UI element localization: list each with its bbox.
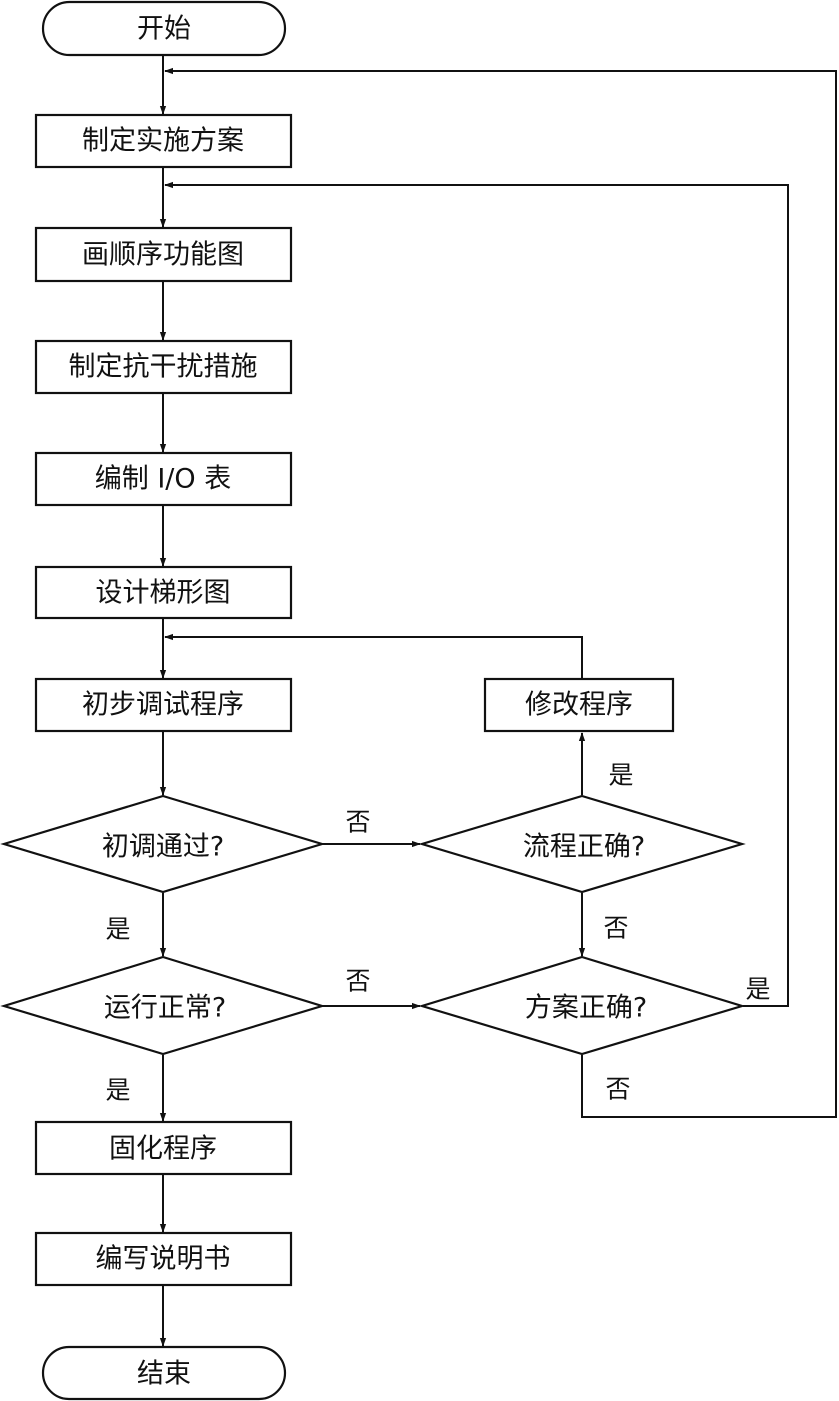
node-write-manual: 编写说明书 (34, 1231, 293, 1287)
edge-label-plan-yes: 是 (745, 975, 770, 1004)
flow-correct-label: 流程正确? (523, 832, 645, 863)
connectors (159, 55, 837, 1347)
edge-label-pass-yes: 是 (105, 915, 130, 944)
edge-plan-no-to-make-plan (164, 67, 837, 1118)
debug-pass-label: 初调通过? (102, 832, 224, 863)
start-label: 开始 (137, 14, 191, 45)
process-box (34, 565, 293, 620)
process-box (34, 677, 293, 733)
ladder-label: 设计梯形图 (96, 578, 231, 609)
terminal-shape (41, 0, 287, 57)
edge-label-flow-no: 否 (603, 914, 628, 943)
node-anti-interference: 制定抗干扰措施 (34, 339, 293, 395)
solidify-label: 固化程序 (109, 1134, 217, 1165)
terminal-shape (41, 1345, 287, 1401)
end-label: 结束 (137, 1359, 191, 1390)
modify-program-label: 修改程序 (525, 690, 633, 721)
decision-diamond (418, 955, 746, 1056)
edge-plan-yes-to-sfc (164, 181, 789, 1007)
draw-sfc-label: 画顺序功能图 (82, 240, 244, 271)
process-box (34, 451, 293, 507)
edge-modify-to-debug (164, 633, 583, 679)
edge-label-run-no: 否 (345, 967, 370, 996)
edge-label-plan-no: 否 (605, 1075, 630, 1104)
edge-labels: 否 是 否 是 否 是 是 否 (105, 761, 770, 1105)
write-manual-label: 编写说明书 (96, 1244, 231, 1275)
io-table-label: 编制 I/O 表 (95, 464, 231, 495)
node-solidify: 固化程序 (34, 1120, 293, 1176)
process-box (34, 1120, 293, 1176)
node-plan-correct: 方案正确? (418, 955, 746, 1056)
node-run-normal: 运行正常? (0, 955, 326, 1056)
node-ladder: 设计梯形图 (34, 565, 293, 620)
edge-label-pass-no: 否 (345, 808, 370, 837)
make-plan-label: 制定实施方案 (82, 126, 244, 157)
node-flow-correct: 流程正确? (418, 794, 746, 894)
plan-correct-label: 方案正确? (525, 993, 647, 1024)
decision-diamond (0, 955, 326, 1056)
decision-diamond (0, 794, 326, 894)
node-end: 结束 (41, 1345, 287, 1401)
edge-label-run-yes: 是 (105, 1076, 130, 1105)
process-box (34, 226, 293, 283)
process-box (34, 339, 293, 395)
node-initial-debug: 初步调试程序 (34, 677, 293, 733)
process-box (34, 1231, 293, 1287)
process-box (34, 113, 293, 169)
anti-interference-label: 制定抗干扰措施 (69, 352, 258, 383)
node-modify-program: 修改程序 (483, 677, 675, 733)
node-draw-sfc: 画顺序功能图 (34, 226, 293, 283)
edge-label-flow-yes: 是 (608, 761, 633, 790)
run-normal-label: 运行正常? (104, 993, 226, 1024)
node-start: 开始 (41, 0, 287, 57)
decision-diamond (418, 794, 746, 894)
node-make-plan: 制定实施方案 (34, 113, 293, 169)
node-io-table: 编制 I/O 表 (34, 451, 293, 507)
process-box (483, 677, 675, 733)
initial-debug-label: 初步调试程序 (82, 690, 244, 721)
node-debug-pass: 初调通过? (0, 794, 326, 894)
